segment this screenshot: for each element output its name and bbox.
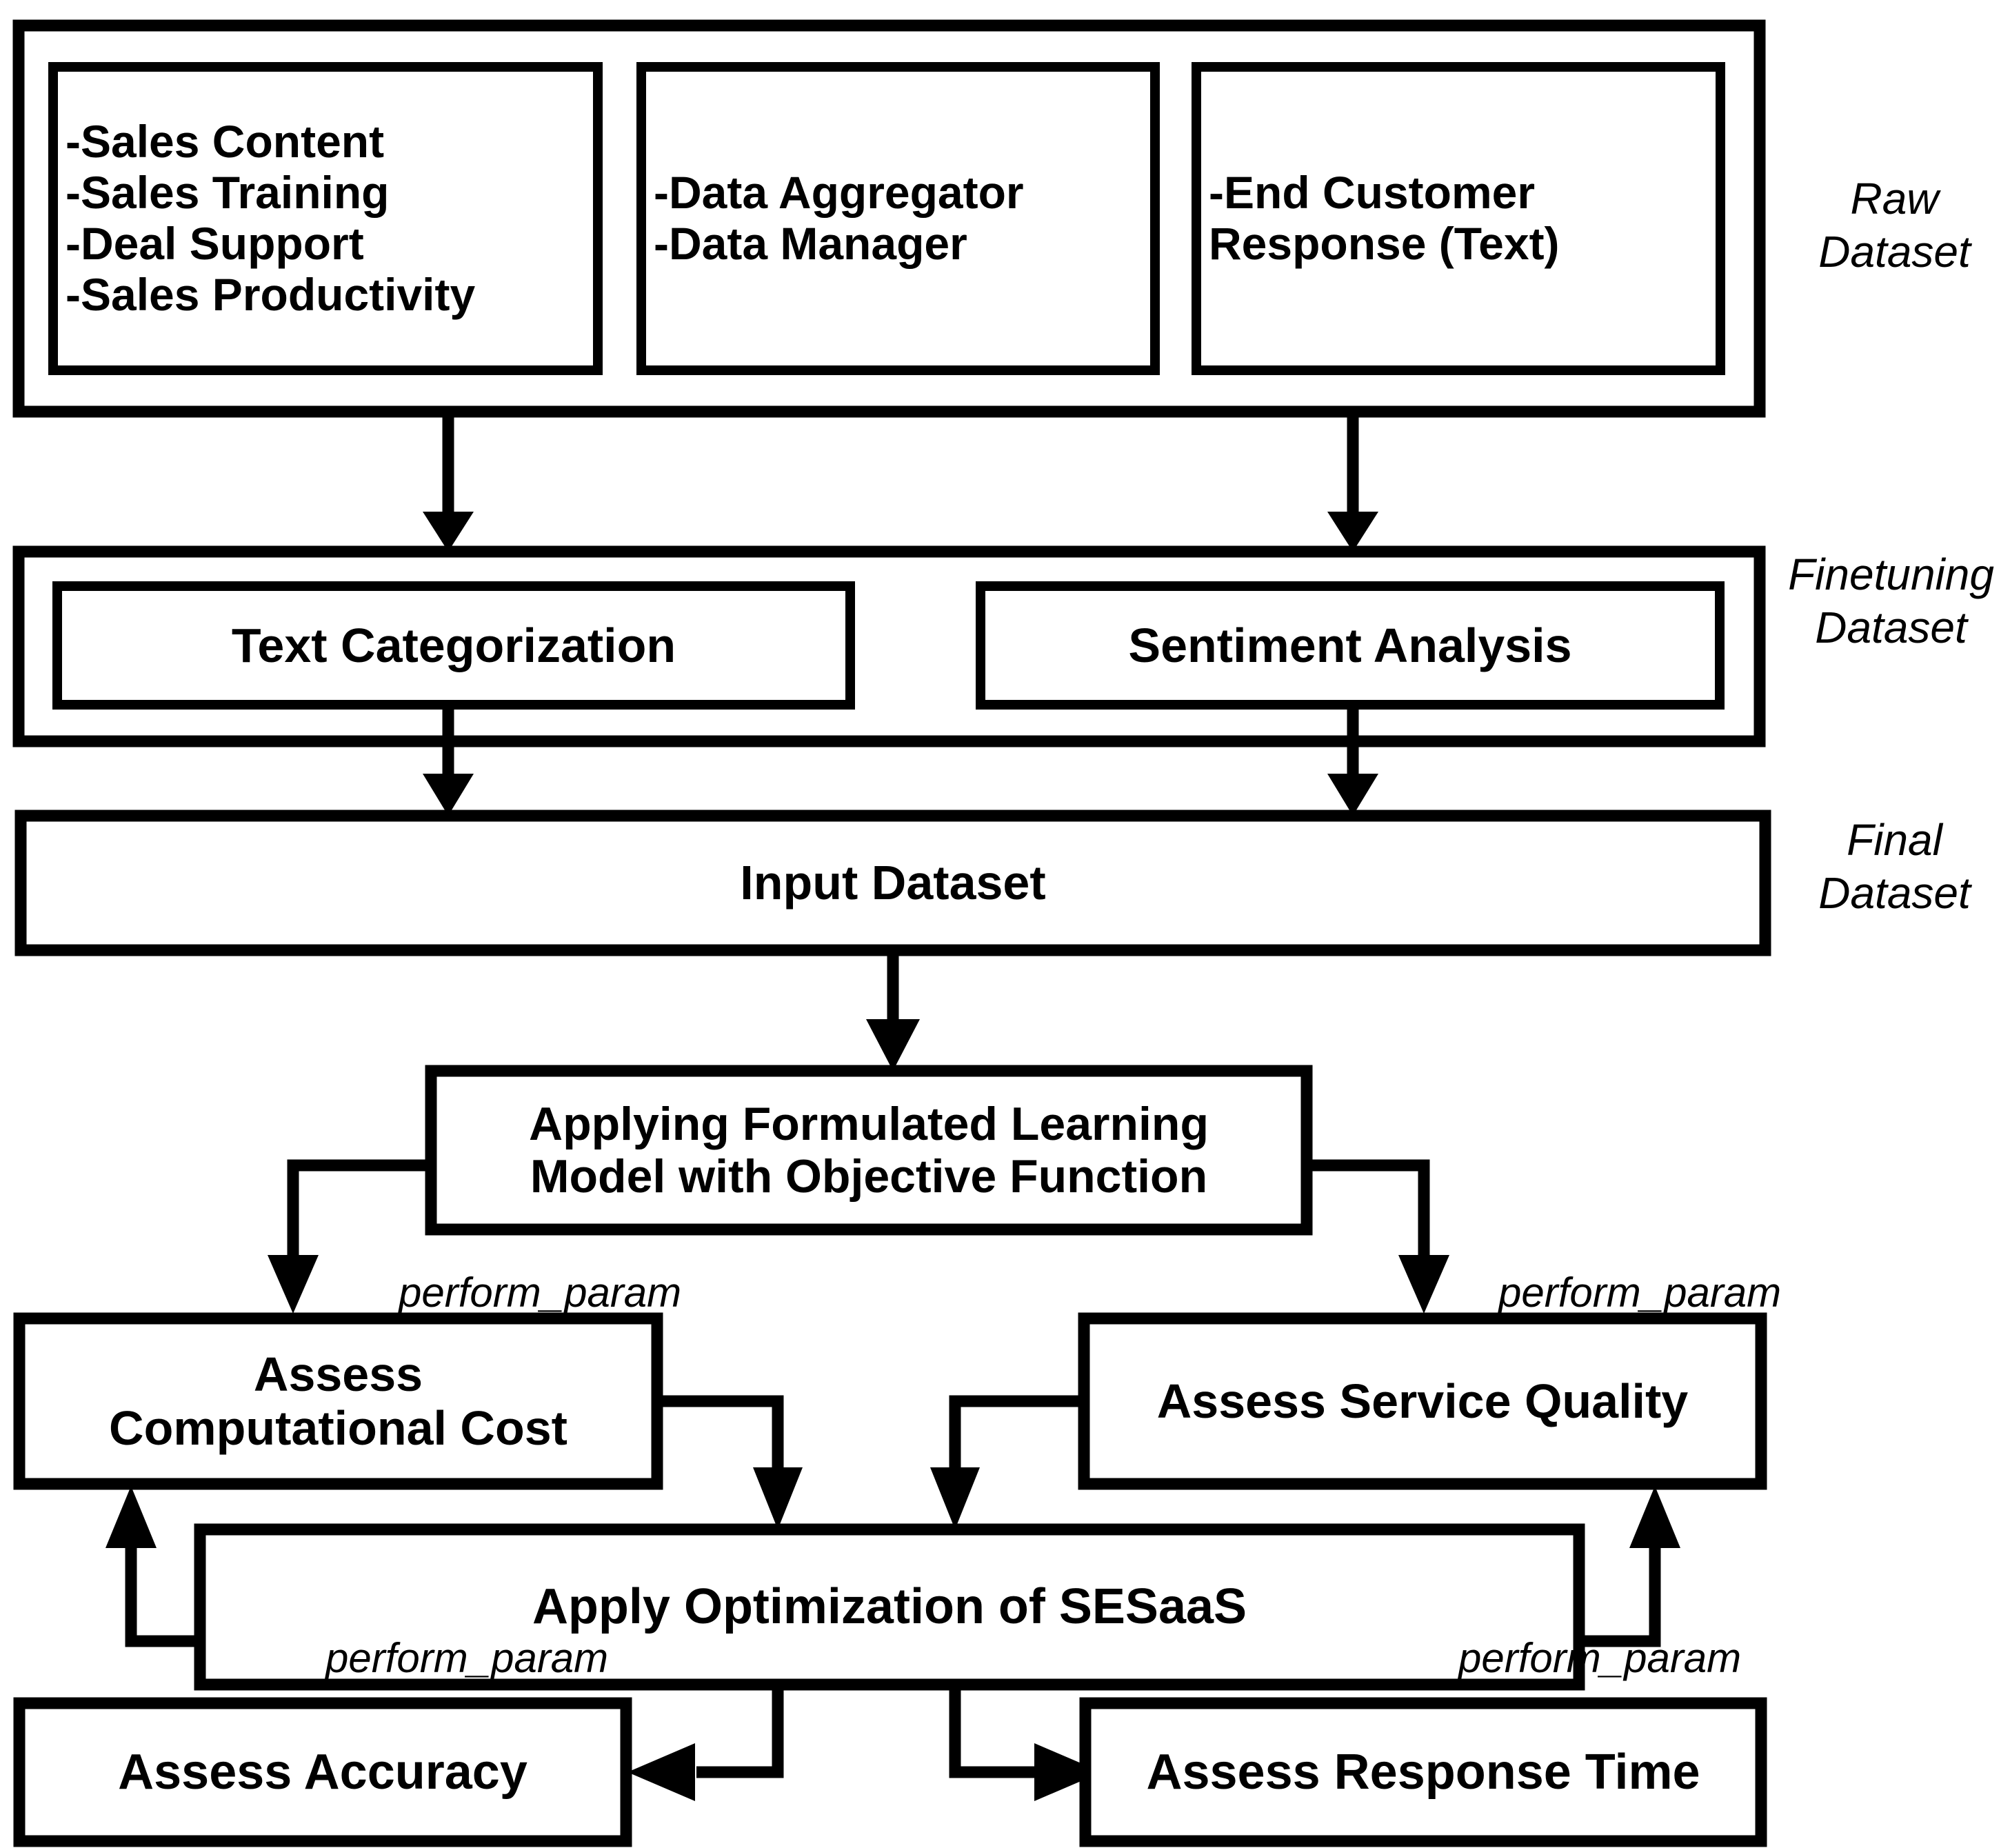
assess-computational-cost-box [13, 1312, 663, 1490]
assess-service-quality-box [1078, 1312, 1767, 1490]
assess-accuracy-box [13, 1697, 632, 1847]
finetuning-box-text-categorization [52, 581, 855, 710]
arrow-optimization-to-service-quality [1580, 1486, 1680, 1647]
raw-box-customer [1192, 62, 1725, 375]
stage-label-final-dataset: Final Dataset [1818, 815, 1971, 918]
arrow-optimization-to-response-time [949, 1685, 1102, 1801]
final-dataset-box [14, 810, 1771, 956]
assess-response-time-box [1079, 1697, 1767, 1847]
arrow-input-to-model [866, 950, 920, 1071]
apply-optimization-box [194, 1523, 1585, 1691]
edge-label-perform-param-response-time: perform_param [1458, 1635, 1742, 1681]
arrow-text-categorization-to-input [423, 705, 474, 816]
arrow-sentiment-analysis-to-input [1327, 705, 1378, 816]
stage-label-raw-dataset: Raw Dataset [1818, 174, 1971, 277]
finetuning-dataset-container [12, 545, 1766, 747]
raw-box-data [636, 62, 1160, 375]
arrow-optimization-to-accuracy [627, 1685, 784, 1801]
edge-label-perform-param-accuracy: perform_param [325, 1635, 609, 1681]
arrow-service-quality-to-optimization [930, 1395, 1084, 1529]
arrow-model-to-computational-cost [268, 1159, 431, 1314]
raw-dataset-container [12, 19, 1766, 418]
model-box [425, 1065, 1313, 1236]
arrow-computational-cost-to-optimization [657, 1395, 803, 1529]
finetuning-box-sentiment-analysis [976, 581, 1725, 710]
arrow-raw-to-sentiment-analysis [1327, 412, 1378, 552]
arrow-raw-to-text-categorization [423, 412, 474, 552]
edge-label-perform-param-service-quality: perform_param [1498, 1269, 1782, 1316]
edge-label-perform-param-computational-cost: perform_param [399, 1269, 682, 1316]
arrow-optimization-to-computational-cost [105, 1486, 200, 1647]
arrow-model-to-service-quality [1307, 1159, 1449, 1314]
raw-box-sales [48, 62, 603, 375]
stage-label-finetuning-dataset: Finetuning Dataset [1788, 550, 1994, 652]
